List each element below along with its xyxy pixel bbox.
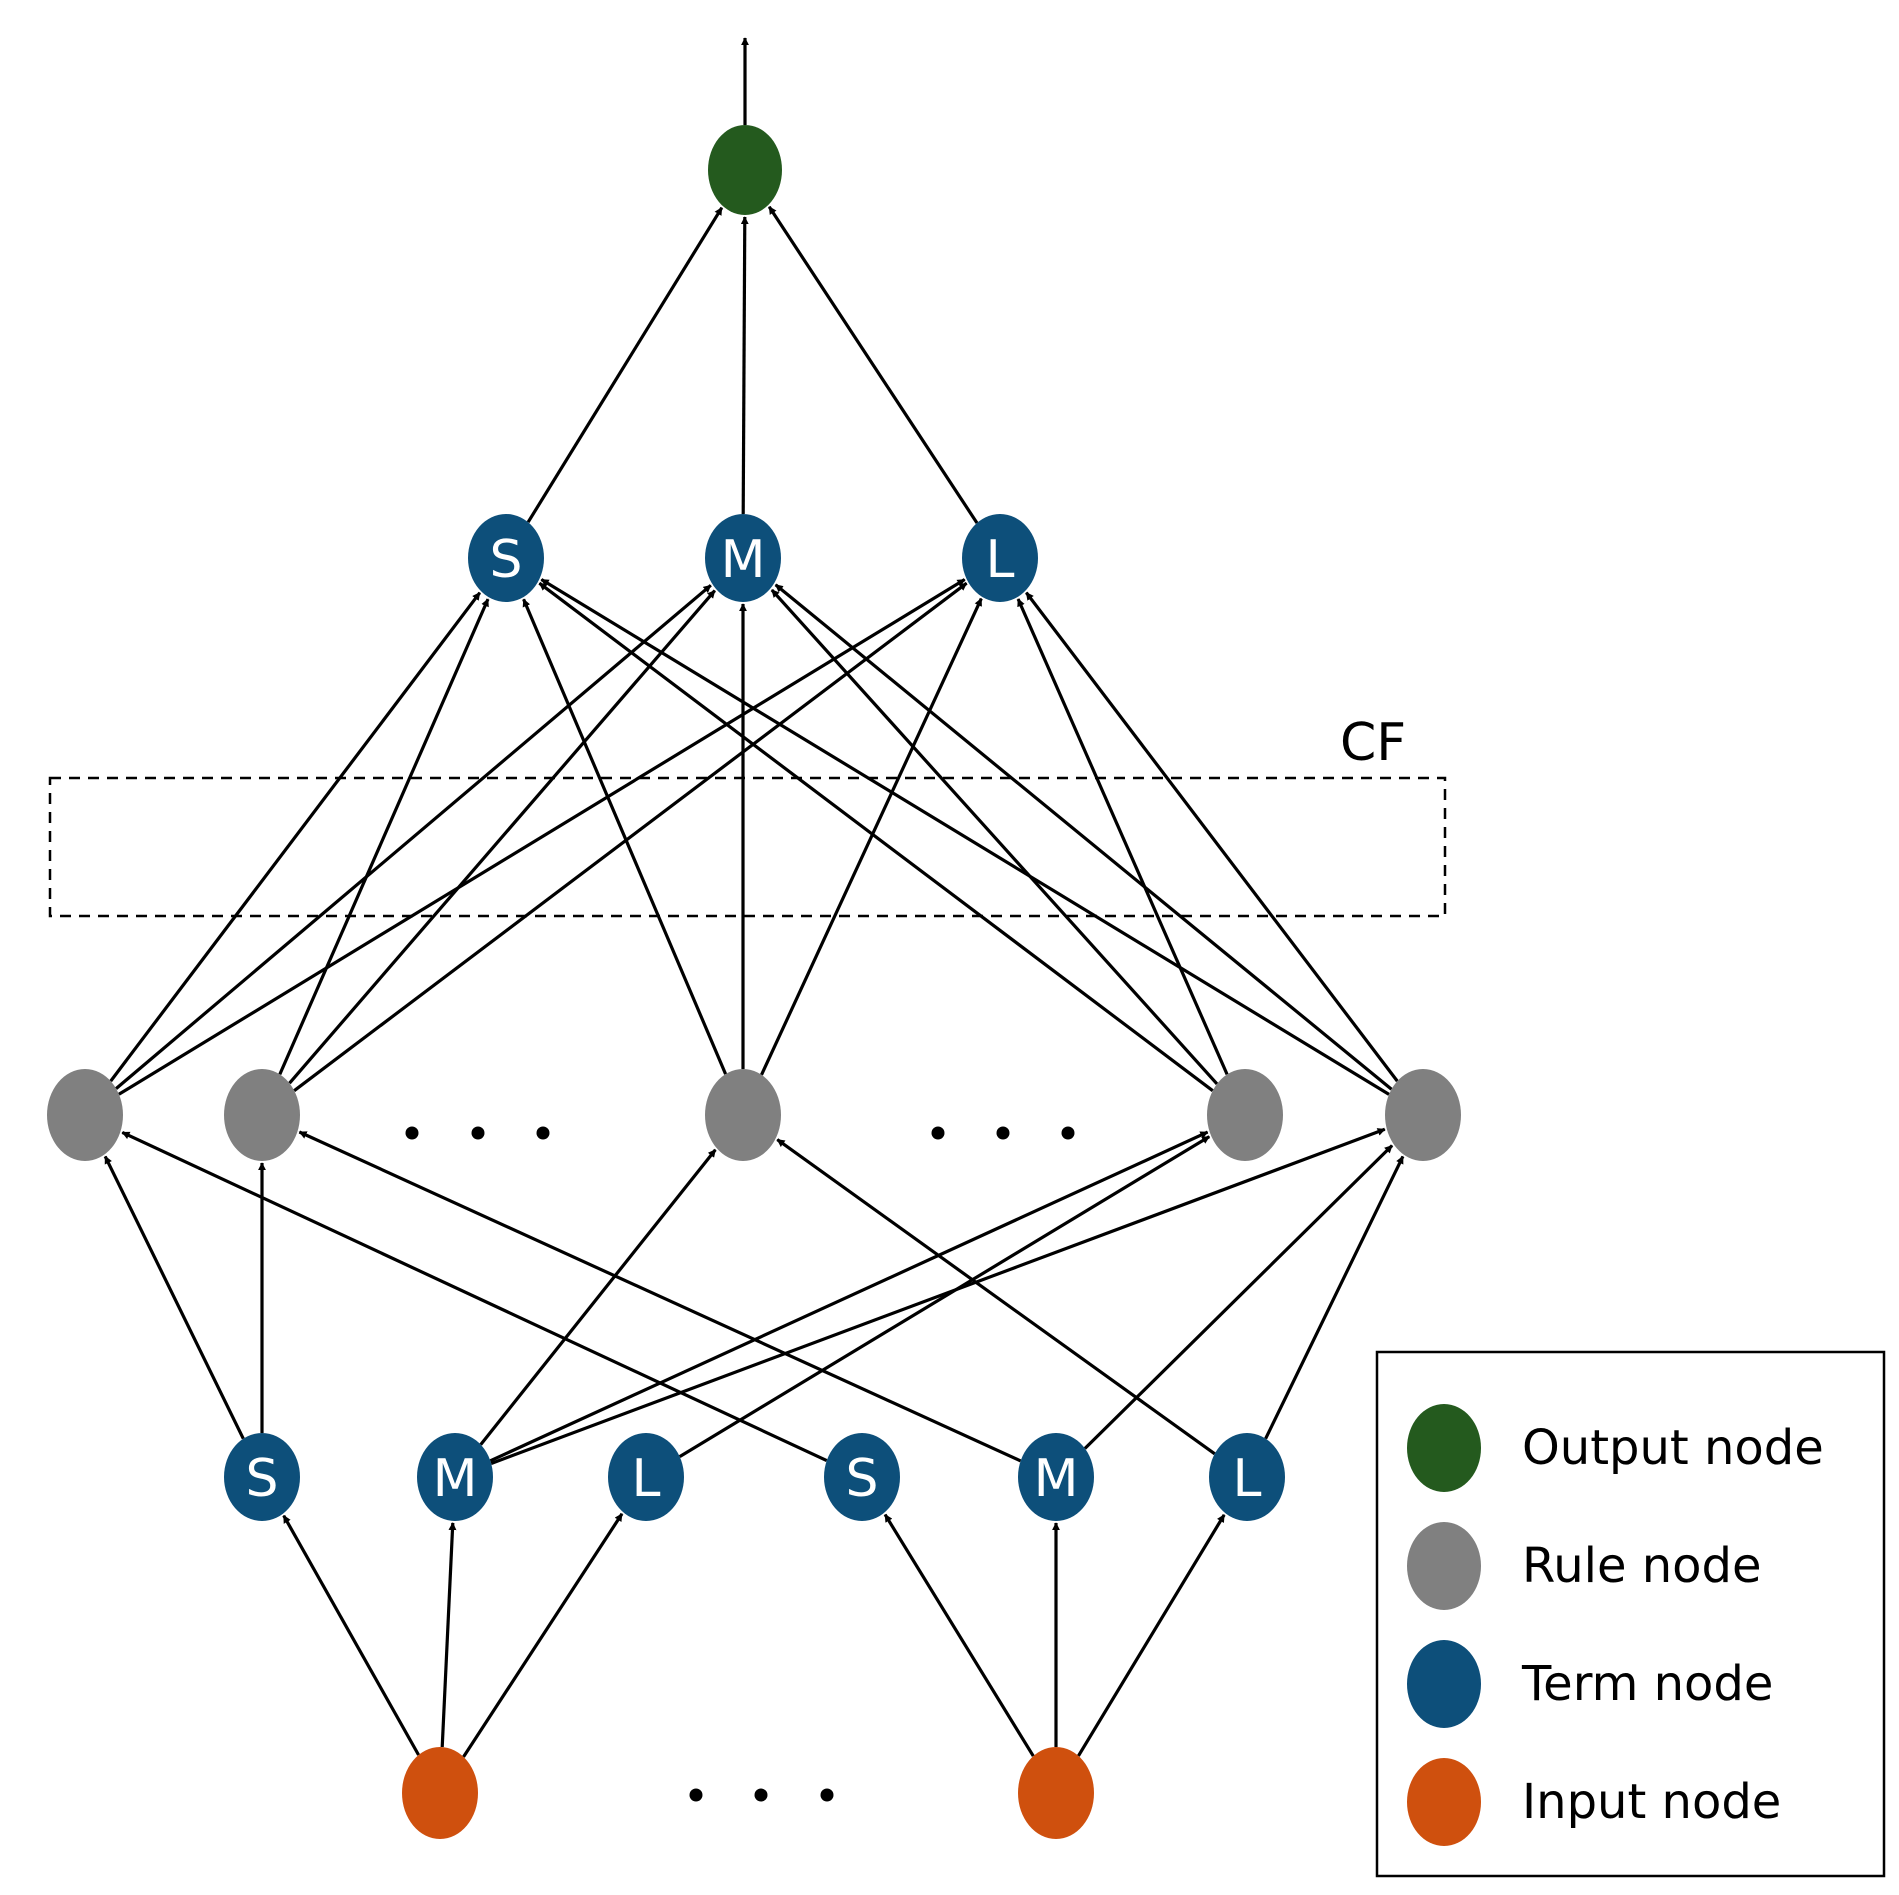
cf-label: CF bbox=[1340, 713, 1406, 773]
legend-label-rule: Rule node bbox=[1522, 1538, 1762, 1594]
edge-rule-to-term bbox=[288, 589, 717, 1085]
rule-node bbox=[705, 1069, 781, 1161]
edge-input-to-term bbox=[1077, 1513, 1226, 1757]
bottom-term-node bbox=[1209, 1433, 1285, 1521]
edge-rule-to-term bbox=[760, 597, 983, 1076]
bottom-term-node-label: M bbox=[433, 1449, 478, 1509]
rule-node bbox=[1207, 1069, 1283, 1161]
legend-label-output: Output node bbox=[1522, 1420, 1824, 1476]
ellipses bbox=[405, 1126, 1075, 1802]
edge-rule-to-term bbox=[770, 588, 1219, 1085]
ellipsis-dot bbox=[996, 1126, 1010, 1140]
legend-swatch-term bbox=[1407, 1640, 1481, 1728]
bottom-term-node bbox=[1018, 1433, 1094, 1521]
edge-rule-to-term bbox=[115, 584, 712, 1090]
edge-term-to-rule bbox=[678, 1135, 1211, 1458]
top-term-node bbox=[468, 514, 544, 602]
top-term-node bbox=[962, 514, 1038, 602]
bottom-term-node bbox=[824, 1433, 900, 1521]
edge-rule-to-term bbox=[293, 581, 968, 1092]
edge-term-to-rule bbox=[1083, 1144, 1394, 1450]
edges bbox=[103, 37, 1405, 1758]
top-term-node-label: S bbox=[489, 530, 522, 590]
ellipsis-dot bbox=[689, 1788, 703, 1802]
ellipsis-dot bbox=[754, 1788, 768, 1802]
edge-rule-to-term bbox=[774, 583, 1393, 1091]
bottom-term-node-label: L bbox=[1233, 1449, 1262, 1509]
edge-term-to-rule bbox=[103, 1155, 245, 1440]
rule-node bbox=[47, 1069, 123, 1161]
top-term-node-label: L bbox=[986, 530, 1015, 590]
top-term-node-label: M bbox=[721, 530, 766, 590]
edge-input-to-term bbox=[440, 1522, 457, 1748]
edge-rule-to-term bbox=[278, 598, 490, 1076]
bottom-term-node bbox=[224, 1433, 300, 1521]
top-term-node bbox=[705, 514, 781, 602]
nodes: S M L S M L S M L bbox=[47, 125, 1461, 1839]
edge-term-to-output bbox=[526, 206, 724, 524]
edge-input-to-term bbox=[462, 1512, 624, 1758]
rule-node bbox=[1385, 1069, 1461, 1161]
legend-label-term: Term node bbox=[1521, 1656, 1773, 1712]
edge-rule-to-term bbox=[1016, 598, 1229, 1076]
edge-rule-to-term bbox=[540, 578, 1390, 1096]
bottom-term-node-label: S bbox=[245, 1449, 278, 1509]
ellipsis-dot bbox=[1061, 1126, 1075, 1140]
ellipsis-dot bbox=[405, 1126, 419, 1140]
edge-term-to-rule bbox=[298, 1130, 1022, 1463]
edge-term-to-rule bbox=[1264, 1155, 1405, 1440]
edge-term-to-output bbox=[767, 205, 979, 524]
legend-swatch-input bbox=[1407, 1758, 1481, 1846]
legend-label-input: Input node bbox=[1522, 1774, 1781, 1830]
output-node bbox=[708, 125, 782, 215]
cf-box bbox=[48, 776, 1447, 918]
edge-rule-to-term bbox=[1025, 591, 1399, 1083]
legend-swatch-output bbox=[1407, 1404, 1481, 1492]
bottom-term-node bbox=[608, 1433, 684, 1521]
input-node bbox=[1018, 1747, 1094, 1839]
ellipsis-dot bbox=[931, 1126, 945, 1140]
edge-input-to-term bbox=[282, 1514, 420, 1756]
ellipsis-dot bbox=[471, 1126, 485, 1140]
edge-rule-to-term bbox=[118, 578, 966, 1096]
edge-input-to-term bbox=[883, 1513, 1035, 1757]
bottom-term-node bbox=[417, 1433, 493, 1521]
legend-swatch-rule bbox=[1407, 1522, 1481, 1610]
ellipsis-dot bbox=[536, 1126, 550, 1140]
edge-term-to-rule bbox=[121, 1130, 828, 1463]
bottom-term-node-label: S bbox=[845, 1449, 878, 1509]
rule-node bbox=[224, 1069, 300, 1161]
edge-rule-to-term bbox=[109, 591, 482, 1083]
bottom-term-node-label: M bbox=[1034, 1449, 1079, 1509]
input-node bbox=[402, 1747, 478, 1839]
edge-rule-to-term bbox=[522, 598, 728, 1075]
edge-term-to-rule bbox=[490, 1127, 1386, 1465]
edge-rule-to-term bbox=[538, 581, 1214, 1092]
bottom-term-node-label: L bbox=[632, 1449, 661, 1509]
edge-term-to-output bbox=[740, 216, 749, 515]
edge-term-to-rule bbox=[489, 1130, 1209, 1463]
edge-term-to-rule bbox=[776, 1138, 1216, 1456]
ellipsis-dot bbox=[820, 1788, 834, 1802]
edge-term-to-rule bbox=[479, 1148, 717, 1446]
